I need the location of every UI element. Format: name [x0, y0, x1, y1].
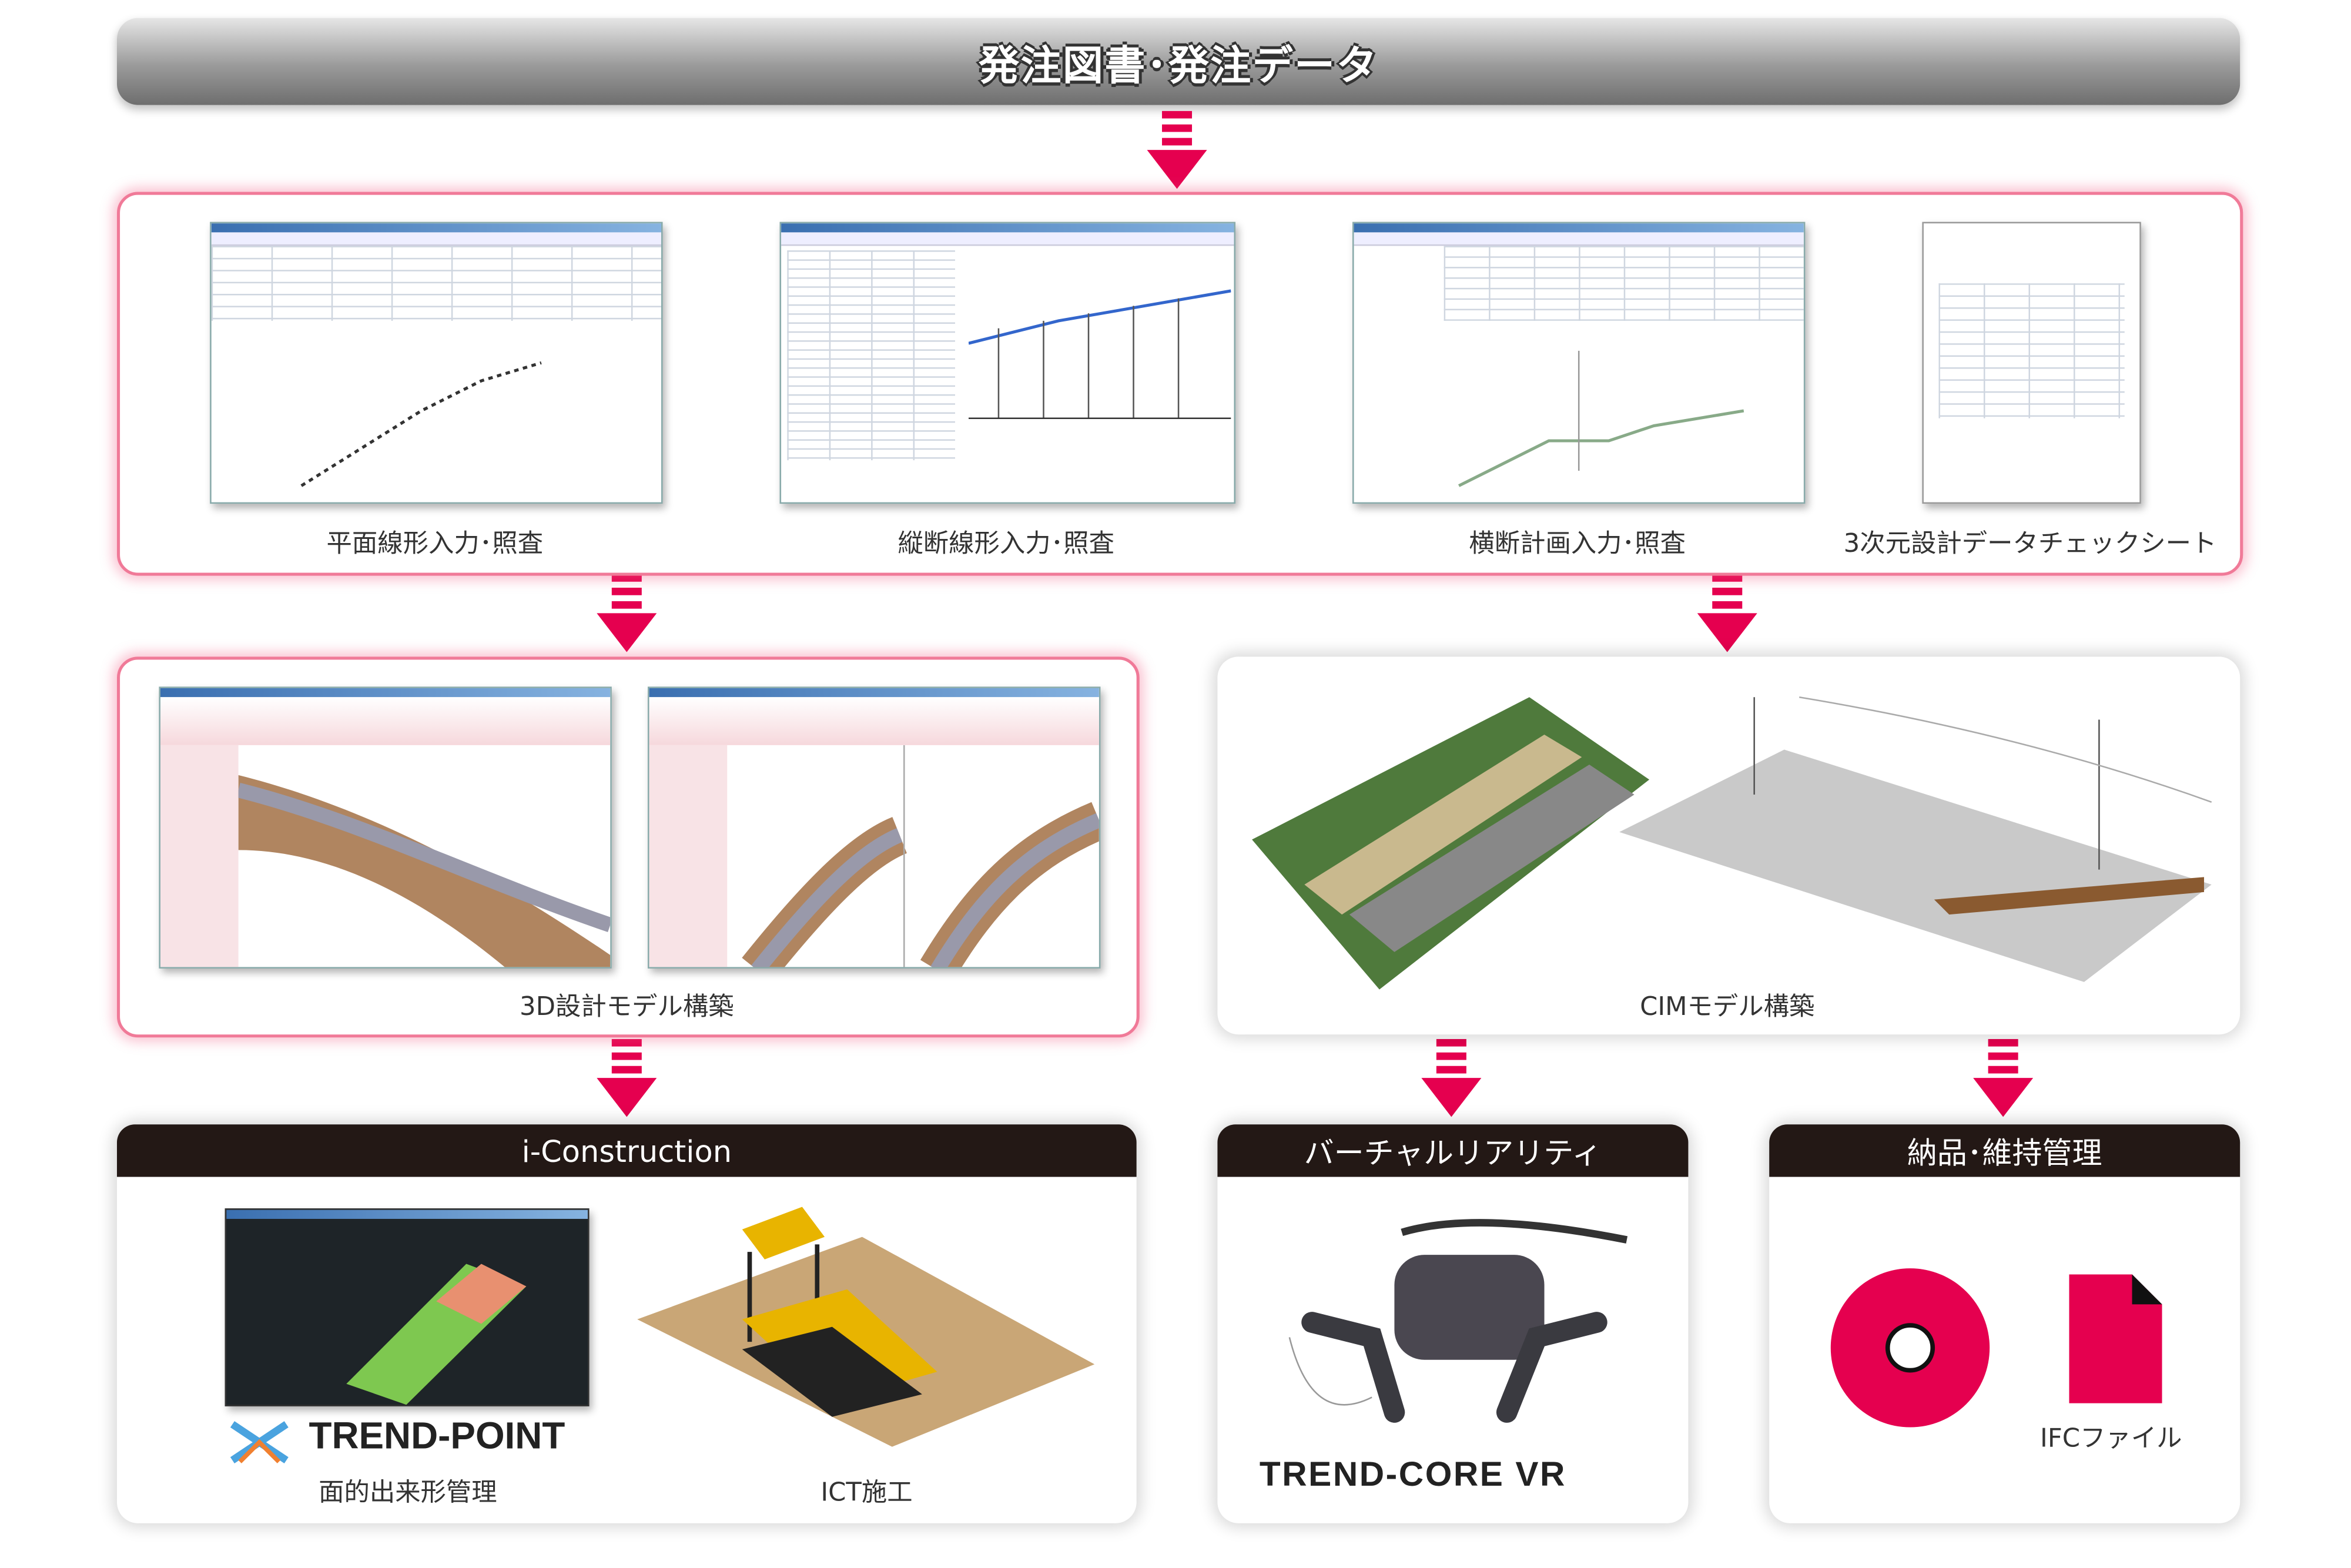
design-check-label: 平面線形入力･照査 — [326, 529, 544, 559]
design-check-label: 3次元設計データチェックシート — [1843, 529, 2217, 559]
flow-arrow-icon — [1421, 1038, 1482, 1117]
vertical-alignment-screenshot — [779, 222, 1236, 504]
trend-point-caption: 面的出来形管理 — [319, 1478, 497, 1509]
3d-model-label: 3D設計モデル構築 — [520, 992, 734, 1023]
i-construction-header: i-Construction — [116, 1124, 1137, 1177]
design-check-label: 縦断線形入力･照査 — [897, 529, 1115, 559]
banner-title: 発注図書･発注データ — [979, 42, 1379, 89]
cross-section-screenshot — [1352, 222, 1806, 504]
flow-arrow-icon — [1973, 1038, 2034, 1117]
3d-model-screenshot — [648, 686, 1101, 969]
ifc-file-caption: IFCファイル — [2040, 1424, 2182, 1455]
trend-point-screenshot — [225, 1208, 590, 1406]
ict-construction-caption: ICT施工 — [820, 1478, 913, 1509]
virtual-reality-header: バーチャルリアリティ — [1217, 1124, 1689, 1177]
cim-model-render — [1252, 696, 2212, 990]
cim-model-label: CIMモデル構築 — [1640, 992, 1815, 1023]
trend-core-vr-logo-text: TREND-CORE VR — [1259, 1454, 1566, 1493]
vr-headset-icon — [1288, 1219, 1628, 1423]
check-sheet-document — [1922, 222, 2141, 504]
trend-core-vr-logo: TREND-CORE VR — [1260, 1454, 1566, 1495]
bulldozer-icon — [637, 1207, 1095, 1447]
delivery-maintenance-header: 納品･維持管理 — [1769, 1124, 2241, 1177]
flow-arrow-icon — [1147, 110, 1207, 189]
flow-arrow-icon — [597, 574, 657, 652]
design-check-label: 横断計画入力･照査 — [1469, 529, 1686, 559]
order-documents-banner: 発注図書･発注データ — [116, 18, 2241, 105]
flow-arrow-icon — [1697, 574, 1757, 652]
disc-icon — [1830, 1268, 1990, 1428]
trend-point-logo: TREND-POINT — [309, 1415, 565, 1458]
ifc-file-icon — [2069, 1274, 2162, 1403]
3d-model-screenshot — [159, 686, 612, 969]
horizontal-alignment-screenshot — [210, 222, 663, 504]
flow-arrow-icon — [597, 1038, 657, 1117]
trend-point-logo-icon — [230, 1421, 289, 1463]
